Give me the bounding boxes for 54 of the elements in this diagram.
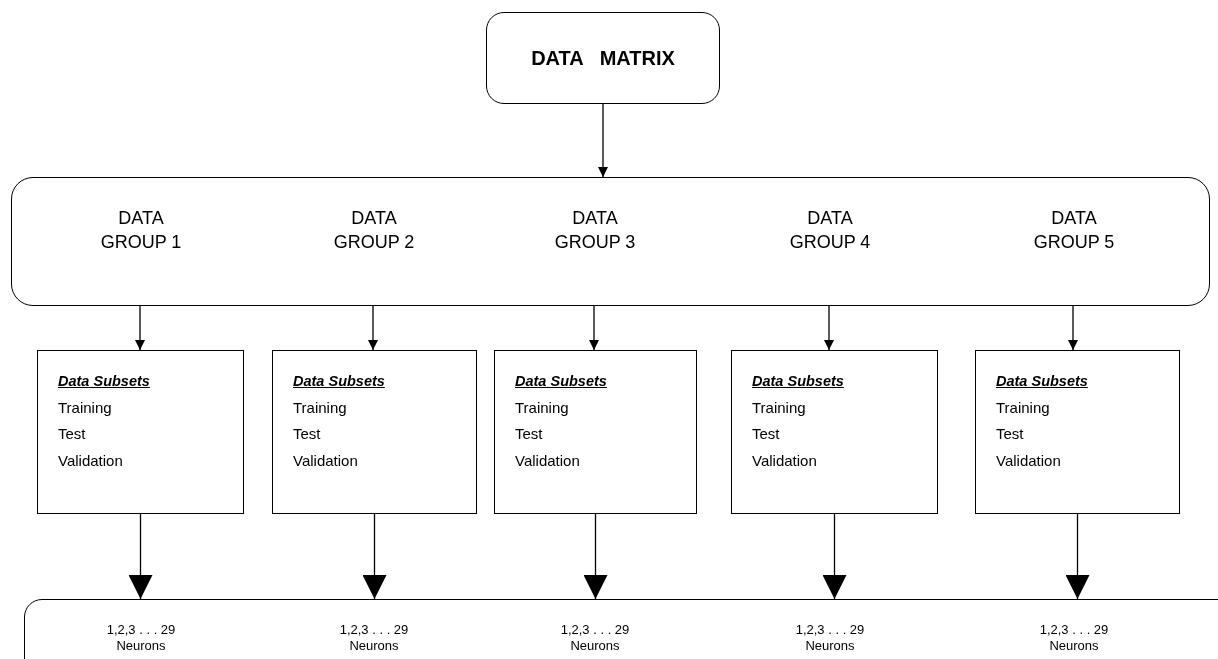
process-box bbox=[486, 12, 720, 104]
node-text: 1,2,3 . . . 29 bbox=[1039, 622, 1109, 639]
subset-box bbox=[272, 350, 477, 514]
subset-box bbox=[494, 350, 697, 514]
node-text: DATA GROUP 2 bbox=[332, 207, 416, 255]
arrow bbox=[128, 513, 153, 600]
subset-heading: Data Subsets bbox=[293, 373, 385, 389]
arrow bbox=[589, 305, 599, 351]
node-text: Training bbox=[58, 398, 112, 418]
node-text: Neurons bbox=[570, 638, 620, 655]
node-text: Test bbox=[996, 424, 1024, 445]
node-text: Validation bbox=[752, 450, 817, 471]
node-text: 1,2,3 . . . 29 bbox=[560, 622, 630, 639]
node-text: Neurons bbox=[349, 638, 399, 655]
subset-box bbox=[731, 350, 938, 514]
arrow bbox=[1068, 305, 1078, 351]
node-text: Validation bbox=[515, 450, 580, 471]
node-text: Validation bbox=[58, 450, 123, 471]
arrow bbox=[135, 305, 145, 351]
subset-box bbox=[975, 350, 1180, 514]
subset-heading: Data Subsets bbox=[996, 373, 1088, 389]
node-text: Training bbox=[293, 398, 347, 418]
group-band bbox=[11, 177, 1210, 306]
node-text: 1,2,3 . . . 29 bbox=[106, 622, 176, 639]
node-text: 1,2,3 . . . 29 bbox=[795, 622, 865, 639]
node-text: Training bbox=[996, 398, 1050, 418]
node-text: Neurons bbox=[805, 638, 855, 655]
arrow bbox=[583, 513, 608, 600]
node-text: Training bbox=[515, 398, 569, 418]
node-text: 1,2,3 . . . 29 bbox=[339, 622, 409, 639]
node-text: Test bbox=[58, 424, 86, 445]
node-text: Test bbox=[293, 424, 321, 445]
arrow bbox=[362, 513, 387, 600]
arrow bbox=[822, 513, 847, 600]
arrow bbox=[598, 103, 608, 178]
node-text: DATA GROUP 1 bbox=[99, 207, 183, 255]
arrow bbox=[824, 305, 834, 351]
subset-heading: Data Subsets bbox=[515, 373, 607, 389]
node-text: DATA GROUP 3 bbox=[553, 207, 637, 255]
arrow bbox=[1065, 513, 1090, 600]
subset-box bbox=[37, 350, 244, 514]
node-text: DATA GROUP 5 bbox=[1032, 207, 1116, 255]
node-text: Training bbox=[752, 398, 806, 418]
subset-heading: Data Subsets bbox=[752, 373, 844, 389]
node-text: Validation bbox=[996, 450, 1061, 471]
node-text: Validation bbox=[293, 450, 358, 471]
node-text: Test bbox=[752, 424, 780, 445]
node-text: Neurons bbox=[116, 638, 166, 655]
node-text: DATA GROUP 4 bbox=[788, 207, 872, 255]
subset-heading: Data Subsets bbox=[58, 373, 150, 389]
node-text: Neurons bbox=[1049, 638, 1099, 655]
arrow bbox=[368, 305, 378, 351]
node-text: DATA MATRIX bbox=[531, 46, 675, 70]
node-text: Test bbox=[515, 424, 543, 445]
